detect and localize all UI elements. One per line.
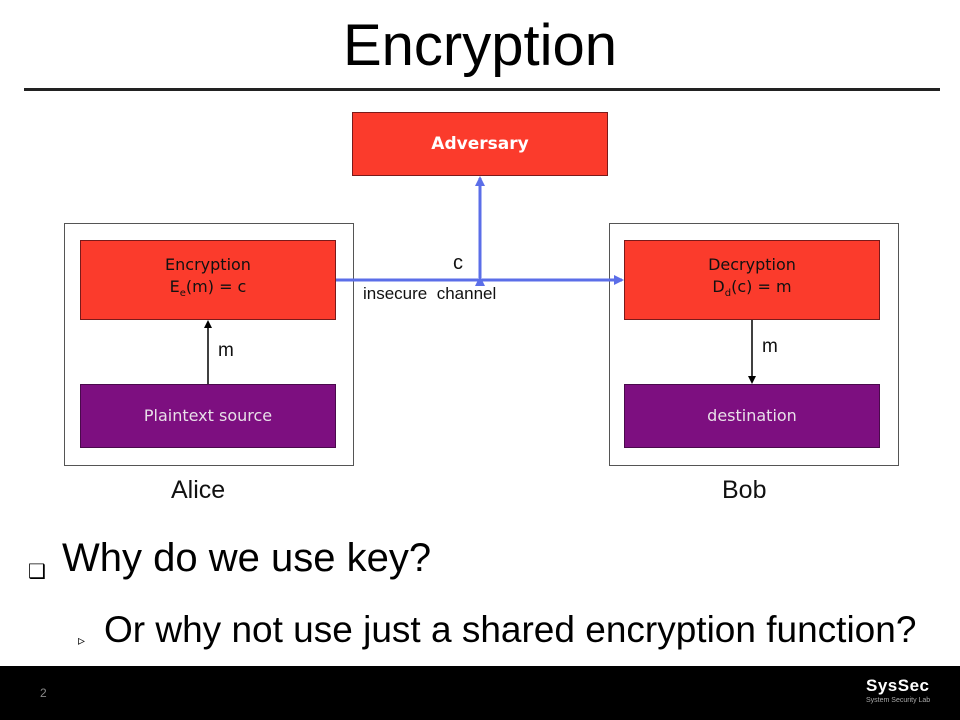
decryption-box-title: Decryption bbox=[708, 255, 796, 275]
triangle-bullet-icon: ▹ bbox=[78, 632, 86, 648]
logo-main: SysSec bbox=[866, 676, 930, 695]
message-label-left: m bbox=[218, 340, 234, 361]
ciphertext-label: c bbox=[453, 252, 463, 274]
encryption-box-title: Encryption bbox=[165, 255, 251, 275]
footer-bar bbox=[0, 666, 960, 720]
bullet-main: Why do we use key? bbox=[62, 536, 432, 580]
checkbox-bullet-icon: ❑ bbox=[28, 561, 46, 583]
plaintext-source-box: Plaintext source bbox=[80, 384, 336, 448]
encryption-box: Encryption Ee(m) = c bbox=[80, 240, 336, 320]
destination-label: destination bbox=[707, 406, 797, 425]
slide-title: Encryption bbox=[342, 13, 618, 78]
logo-sub: System Security Lab bbox=[866, 697, 931, 704]
plaintext-source-label: Plaintext source bbox=[143, 406, 273, 425]
destination-box: destination bbox=[624, 384, 880, 448]
decryption-formula: Dd(c) = m bbox=[712, 277, 792, 300]
encryption-formula: Ee(m) = c bbox=[169, 277, 247, 300]
alice-label: Alice bbox=[171, 476, 226, 504]
message-label-right: m bbox=[762, 336, 778, 357]
title-divider bbox=[24, 88, 940, 91]
adversary-label: Adversary bbox=[431, 134, 529, 154]
channel-label: insecure channel bbox=[363, 284, 497, 303]
adversary-box: Adversary bbox=[352, 112, 608, 176]
decryption-box: Decryption Dd(c) = m bbox=[624, 240, 880, 320]
bullet-sub: Or why not use just a shared encryption … bbox=[104, 609, 917, 650]
bob-label: Bob bbox=[722, 476, 767, 504]
syssec-logo: SysSec System Security Lab bbox=[866, 676, 944, 712]
page-number: 2 bbox=[40, 686, 47, 700]
